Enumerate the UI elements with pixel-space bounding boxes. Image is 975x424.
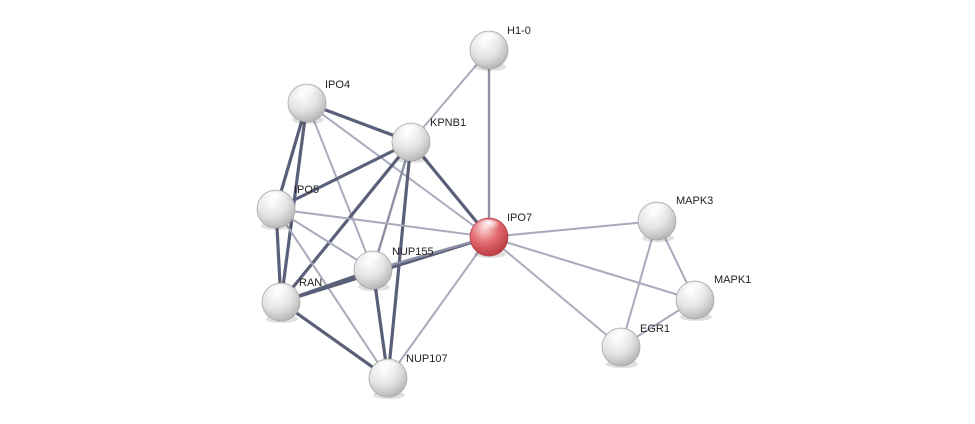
node-highlight: [361, 252, 385, 268]
node-highlight: [609, 329, 633, 345]
node-label-mapk1: MAPK1: [714, 274, 751, 286]
edge-mapk3-egr1[interactable]: [620, 220, 658, 348]
node-highlight: [399, 124, 423, 140]
node-egr1[interactable]: EGR1: [601, 323, 670, 368]
node-label-ipo7: IPO7: [507, 212, 532, 224]
node-ipo5[interactable]: IPO5: [256, 184, 319, 230]
node-label-nup155: NUP155: [392, 246, 434, 258]
edge-ipo7-mapk3[interactable]: [488, 220, 658, 238]
node-label-ipo4: IPO4: [325, 79, 350, 91]
node-label-mapk3: MAPK3: [676, 195, 713, 207]
edge-ipo4-nup155[interactable]: [306, 102, 374, 271]
node-kpnb1[interactable]: KPNB1: [391, 117, 466, 163]
edges-layer: [274, 48, 696, 380]
node-label-h1-0: H1-0: [507, 25, 531, 37]
edge-ipo5-nup107[interactable]: [275, 208, 389, 379]
node-highlight: [477, 219, 501, 235]
edge-nup155-ipo7[interactable]: [371, 235, 491, 272]
edge-kpnb1-ran[interactable]: [279, 140, 413, 304]
edge-ipo7-egr1[interactable]: [488, 236, 622, 348]
node-label-ran: RAN: [299, 277, 322, 289]
node-highlight: [683, 282, 707, 298]
node-ran[interactable]: RAN: [261, 277, 322, 323]
edge-kpnb1-ipo5[interactable]: [274, 140, 413, 211]
node-label-nup107: NUP107: [406, 353, 448, 365]
edge-kpnb1-nup107[interactable]: [386, 140, 413, 380]
edge-ipo5-ipo7[interactable]: [275, 208, 490, 238]
node-ipo7[interactable]: IPO7: [469, 212, 532, 258]
edge-nup107-ipo7[interactable]: [387, 236, 490, 379]
node-label-kpnb1: KPNB1: [430, 117, 466, 129]
edge-kpnb1-nup155[interactable]: [371, 140, 413, 272]
edge-ipo4-ipo7[interactable]: [306, 102, 490, 238]
node-highlight: [269, 284, 293, 300]
node-ipo4[interactable]: IPO4: [287, 79, 350, 124]
node-highlight: [295, 85, 319, 101]
node-mapk3[interactable]: MAPK3: [637, 195, 713, 242]
node-highlight: [376, 360, 400, 376]
node-label-ipo5: IPO5: [294, 184, 319, 196]
node-highlight: [477, 32, 501, 48]
edge-ipo7-mapk1[interactable]: [488, 236, 696, 301]
node-nup155[interactable]: NUP155: [353, 246, 434, 291]
node-nup107[interactable]: NUP107: [368, 353, 448, 399]
edge-ran-nup107[interactable]: [279, 300, 390, 380]
node-label-egr1: EGR1: [640, 323, 670, 335]
node-mapk1[interactable]: MAPK1: [675, 274, 751, 321]
node-highlight: [645, 203, 669, 219]
edge-h1-0-kpnb1[interactable]: [410, 49, 490, 143]
edge-kpnb1-ipo7[interactable]: [409, 140, 491, 239]
node-h1-0[interactable]: H1-0: [469, 25, 531, 71]
node-highlight: [264, 191, 288, 207]
